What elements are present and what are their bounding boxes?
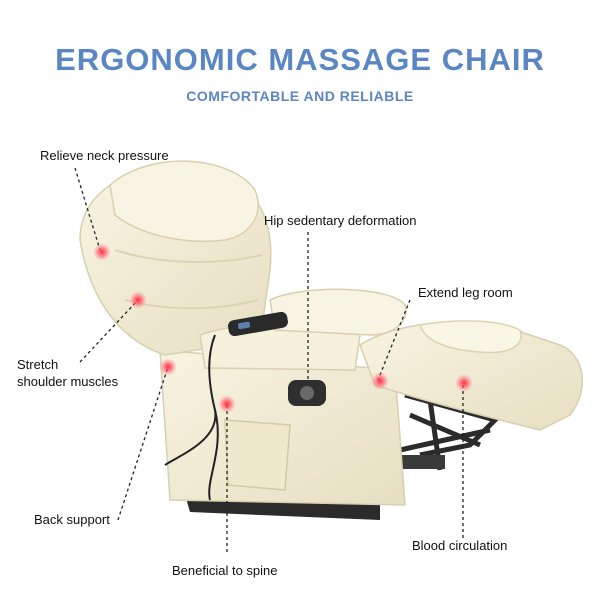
remote-control	[228, 311, 288, 337]
callout-shoulder-line1: Stretch	[17, 357, 59, 372]
callout-leg-room: Extend leg room	[418, 285, 513, 300]
callout-hip: Hip sedentary deformation	[264, 213, 417, 228]
callout-lines	[74, 167, 464, 555]
callout-back: Back support	[34, 512, 110, 527]
massage-point-spine	[218, 395, 236, 413]
callout-blood: Blood circulation	[412, 538, 508, 553]
massage-point-back	[159, 358, 177, 376]
callout-shoulder-line2: shoulder muscles	[17, 374, 119, 389]
callout-neck: Relieve neck pressure	[40, 148, 169, 163]
massage-points	[93, 243, 473, 413]
page-subtitle: COMFORTABLE AND RELIABLE	[186, 88, 414, 104]
callout-spine: Beneficial to spine	[172, 563, 278, 578]
headrest	[109, 160, 259, 243]
side-pocket	[224, 419, 291, 491]
massage-point-neck	[93, 243, 111, 261]
massage-point-shoulder	[129, 291, 147, 309]
armrest	[269, 288, 407, 336]
massage-point-blood	[455, 374, 473, 392]
massage-point-leg	[371, 372, 389, 390]
page-title: ERGONOMIC MASSAGE CHAIR	[55, 42, 545, 77]
